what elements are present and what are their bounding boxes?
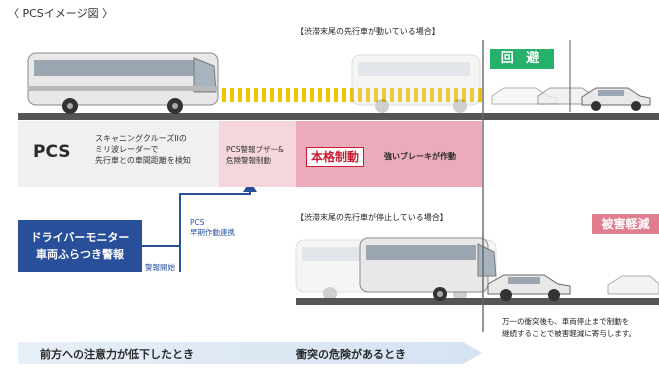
driver-monitor-line: 車両ふらつき警報 — [36, 248, 124, 261]
pcs-desc-line: 先行車との車間距離を検知 — [95, 156, 191, 165]
phase-inattention-label: 前方への注意力が低下したとき — [40, 348, 194, 361]
buzzer-line: 危険警報制動 — [226, 156, 271, 165]
early-link-line: 早期作動連携 — [190, 228, 235, 237]
full-braking-text: 強いブレーキが作動 — [384, 152, 456, 161]
lead-car-moving — [491, 87, 651, 111]
arrow-right-icon — [463, 342, 482, 364]
pcs-label: PCS — [33, 142, 71, 162]
phase-collision-risk-label: 衝突の危険があるとき — [296, 348, 406, 361]
early-link-line: PCS — [190, 218, 205, 227]
pcs-description: スキャニングクルーズIIの ミリ波レーダーで 先行車との車間距離を検知 — [95, 133, 191, 166]
buzzer-description: PCS警報ブザー& 危険警報制動 — [226, 144, 284, 166]
pcs-desc-line: スキャニングクルーズIIの — [95, 134, 187, 143]
lead-car-stopped — [487, 274, 659, 301]
radar-beam — [222, 88, 482, 102]
ego-bus — [27, 52, 219, 114]
ego-bus-lower — [359, 237, 497, 301]
footnote-line: 継続することで被害軽減に寄与します。 — [502, 329, 637, 338]
moving-case-caption: 【渋滞末尾の先行車が動いている場合】 — [296, 27, 440, 36]
pcs-band — [18, 121, 219, 187]
buzzer-line: PCS警報ブザー& — [226, 145, 284, 154]
damage-mitigation-badge: 被害軽減 — [592, 214, 659, 234]
pcs-desc-line: ミリ波レーダーで — [95, 145, 159, 154]
full-braking-badge: 本格制動 — [306, 147, 365, 167]
ghost-bus-upper — [351, 54, 481, 113]
driver-monitor-line: ドライバーモニター — [30, 231, 130, 244]
lower-road — [296, 298, 659, 305]
upper-road — [18, 113, 659, 120]
alarm-start-label: 警報開始 — [145, 263, 175, 272]
phase-band — [18, 342, 463, 364]
footnote-line: 万一の衝突後も、車両停止まで制動を — [502, 317, 630, 326]
avoidance-badge: 回 避 — [490, 49, 554, 69]
mitigation-footnote: 万一の衝突後も、車両停止まで制動を 継続することで被害軽減に寄与します。 — [502, 316, 636, 340]
pcs-early-link-label: PCS 早期作動連携 — [190, 218, 235, 238]
stopped-case-caption: 【渋滞末尾の先行車が停止している場合】 — [296, 213, 448, 222]
page-title: 〈 PCSイメージ図 〉 — [8, 7, 114, 20]
early-link-connector — [142, 190, 251, 247]
driver-monitor-box: ドライバーモニター 車両ふらつき警報 — [18, 220, 142, 272]
buzzer-band — [219, 121, 296, 187]
